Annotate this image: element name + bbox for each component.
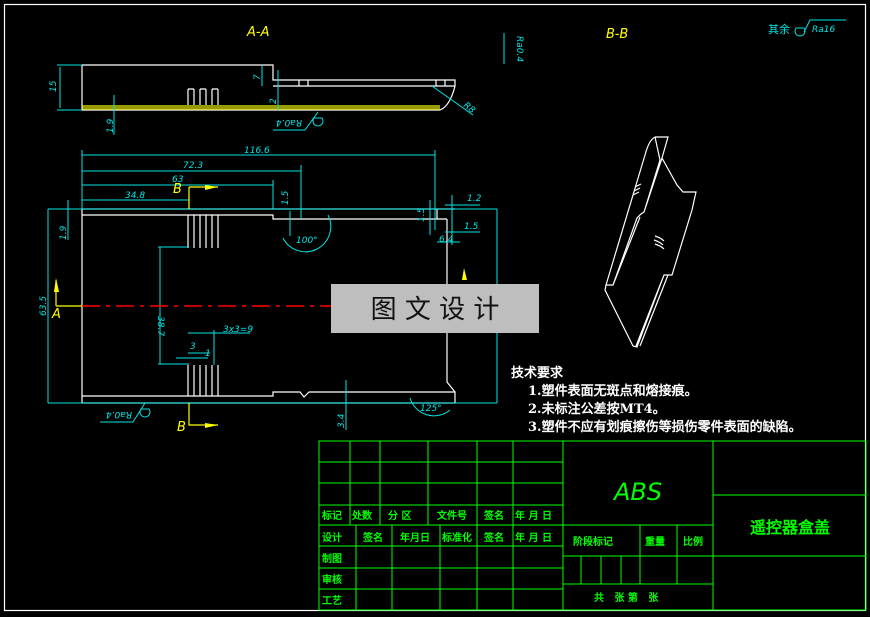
weight-label: 重量 [645, 535, 665, 548]
roughness-symbol [273, 111, 324, 131]
header-mark: 标记 [321, 509, 342, 522]
role-process: 工艺 [322, 594, 342, 607]
roughness-value: Ra16 [812, 25, 835, 35]
header-doc-no: 文件号 [437, 509, 467, 522]
header-standard: 标准化 [441, 531, 472, 544]
dim-label: 3 [190, 342, 196, 352]
header-design: 设计 [322, 531, 342, 544]
tech-req-item: 2.未标注公差按MT4。 [528, 401, 666, 417]
technical-requirements: 技术要求 1.塑件表面无斑点和熔接痕。 2.未标注公差按MT4。 3.塑件不应有… [511, 365, 802, 435]
dim-label: 1 [205, 349, 211, 359]
header-date: 年 月 日 [515, 509, 552, 522]
sheet-count: 共 张 第 张 [594, 591, 659, 604]
dim-label: 72.3 [183, 161, 203, 171]
dim-label: 1.5 [281, 190, 291, 205]
dim-label: 2 [269, 98, 279, 104]
watermark-box [331, 284, 539, 333]
dim-label: R8 [461, 101, 477, 117]
stage-mark-label: 阶段标记 [573, 535, 613, 548]
header-date: 年月日 [400, 531, 430, 544]
cut-a-label: A [51, 307, 61, 322]
dim-label: 1.9 [59, 225, 69, 240]
dim-label: Ra0.4 [514, 36, 524, 62]
dim-label: 34.8 [125, 191, 145, 201]
dim-label: 3.4 [337, 413, 347, 428]
dim-label: 1.2 [467, 194, 482, 204]
dim-label: 15 [49, 80, 59, 92]
header-zone: 分 区 [388, 509, 411, 522]
roughness-prefix: 其余 [768, 22, 790, 36]
general-roughness: Ra0.4 其余 Ra16 [503, 19, 846, 64]
dim-label: 116.6 [244, 146, 270, 156]
hatched-wall [82, 105, 440, 110]
part-name: 遥控器盒盖 [750, 518, 830, 537]
tech-req-item: 3.塑件不应有划痕擦伤等损伤零件表面的缺陷。 [528, 419, 802, 435]
header-count: 处数 [351, 509, 373, 522]
dim-label: 125° [420, 404, 442, 414]
header-date: 年 月 日 [515, 531, 552, 544]
tech-req-item: 1.塑件表面无斑点和熔接痕。 [528, 383, 698, 399]
section-a-a-view: A-A 15 1.9 7 2 R8 Ra0.4 [49, 25, 477, 135]
cut-b-label: B [177, 420, 186, 435]
section-b-label: B-B [606, 27, 628, 42]
dim-label: Ra0.4 [276, 117, 302, 127]
dim-label: 6.4 [439, 235, 454, 245]
section-b-b-view: B-B [604, 27, 697, 348]
dim-label: 63 [172, 175, 184, 185]
watermark-text: 图 文 设 计 [371, 295, 500, 325]
role-review: 审核 [322, 573, 342, 586]
dim-label: 63.5 [39, 296, 49, 316]
dim-label: 100° [296, 236, 318, 246]
title-block: 标记 处数 分 区 文件号 签名 年 月 日 设计 签名 年月日 标准化 签名 … [318, 440, 867, 611]
dim-label: Ra0.4 [106, 409, 132, 419]
header-sign: 签名 [362, 531, 383, 544]
roughness-symbol [100, 402, 151, 423]
section-a-label: A-A [246, 25, 269, 40]
plan-view: 116.6 72.3 63 34.8 1.5 100° 1.2 1.5 1.5 … [39, 146, 498, 435]
dim-label: 1.9 [106, 118, 116, 133]
dim-label: 7 [253, 74, 263, 80]
dim-label: 38.7 [155, 316, 165, 336]
scale-label: 比例 [683, 535, 703, 548]
role-drafting: 制图 [322, 552, 342, 565]
dim-label: 3x3=9 [223, 325, 253, 335]
cut-b-label: B [173, 182, 182, 197]
header-sign: 签名 [483, 531, 504, 544]
cutting-plane-marks [55, 186, 218, 426]
dim-label: 1.5 [417, 207, 427, 222]
material: ABS [612, 478, 662, 506]
tech-req-title: 技术要求 [511, 365, 564, 381]
dim-label: 1.5 [464, 222, 479, 232]
header-sign: 签名 [483, 509, 504, 522]
